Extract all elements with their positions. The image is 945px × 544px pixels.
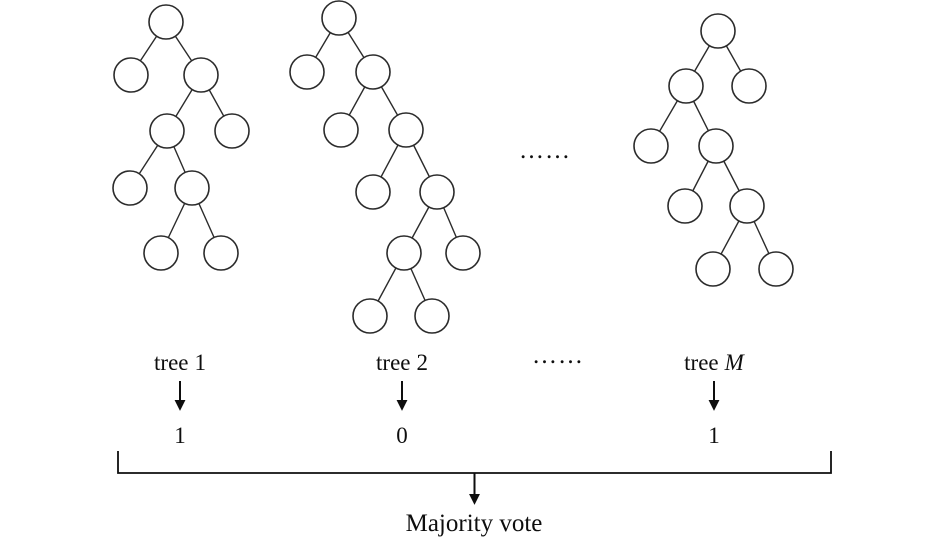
tree-node [148,4,184,40]
tree-M-vote-value: 1 [708,423,720,448]
tree-node [355,54,391,90]
tree-node [758,251,794,287]
tree-node [633,128,669,164]
tree-node [698,128,734,164]
majority-vote-label: Majority vote [406,510,543,537]
tree-node [203,235,239,271]
tree-node [113,57,149,93]
tree-2-vote-value: 0 [396,423,408,448]
tree-node [289,54,325,90]
tree-node [729,188,765,224]
tree-node [143,235,179,271]
tree-node [355,174,391,210]
tree-node [149,113,185,149]
tree-node [419,174,455,210]
tree-node [731,68,767,104]
tree-node [667,188,703,224]
tree-node [174,170,210,206]
tree-node [386,235,422,271]
tree-node [445,235,481,271]
tree-node [183,57,219,93]
tree-node [414,298,450,334]
ellipsis-between-trees: …… [519,137,571,164]
tree-node [323,112,359,148]
aggregation-bracket [117,451,832,474]
tree-node [352,298,388,334]
tree-node [214,113,250,149]
tree-node [388,112,424,148]
tree-node [112,170,148,206]
tree-node [695,251,731,287]
tree-1-vote-value: 1 [174,423,186,448]
tree-node [668,68,704,104]
ellipsis-between-labels: …… [532,342,584,369]
tree-node [700,13,736,49]
tree-node [321,0,357,36]
